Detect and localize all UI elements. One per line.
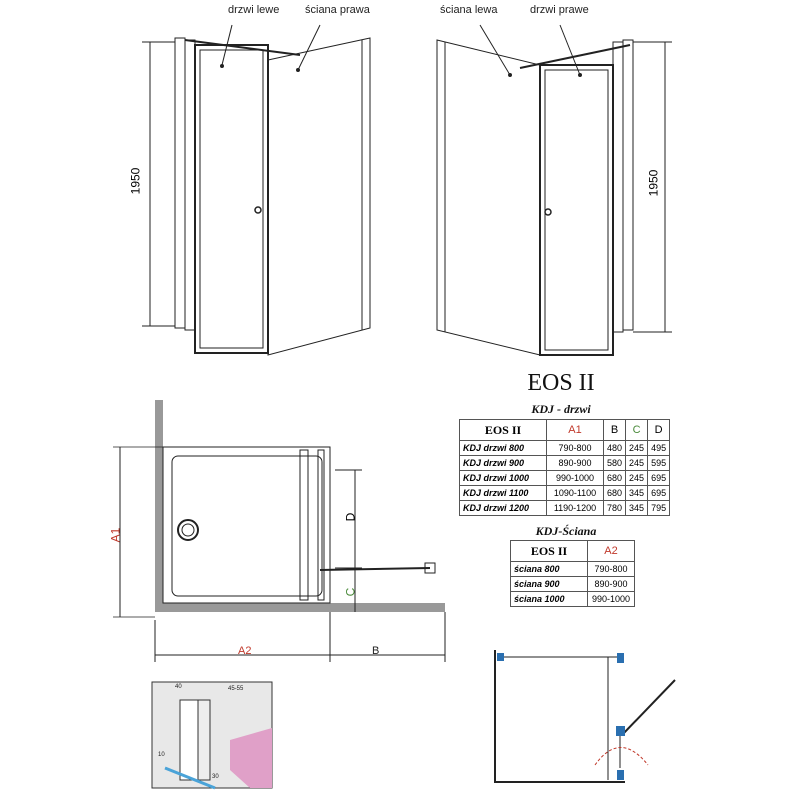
table-header: EOS II A1 B C D [459,419,671,441]
detail-40: 40 [175,684,182,690]
table-cell: 695 [647,470,671,486]
col-header: EOS II [459,419,547,441]
dim-b: B [372,645,380,657]
dim-a1: A1 [108,527,123,543]
table-cell: 245 [625,470,649,486]
table-cell: 890-900 [587,576,635,592]
product-title: EOS II [527,370,595,396]
table-cell: KDJ drzwi 800 [459,440,547,456]
col-header: A1 [546,419,604,441]
table-cell: 245 [625,440,649,456]
table-cell: 990-1000 [546,470,604,486]
table-cell: 795 [647,500,671,516]
table-cell: 990-1000 [587,591,635,607]
walls-caption: KDJ-Ściana [535,524,597,538]
table-cell: 680 [602,470,627,486]
col-header: D [647,419,671,441]
table-cell: ściana 1000 [510,591,588,607]
profile-detail [151,681,273,790]
table-cell: 890-900 [546,455,604,471]
table-cell: KDJ drzwi 1100 [459,485,547,501]
swing-schematic [494,650,676,783]
table-cell: ściana 800 [510,561,588,577]
detail-45-55: 45-55 [228,686,244,692]
table-cell: 790-800 [546,440,604,456]
table-cell: 1090-1100 [546,485,604,501]
dim-d: D [343,512,358,522]
table-cell: KDJ drzwi 1000 [459,470,547,486]
table-cell: 480 [602,440,627,456]
label-door-left: drzwi lewe [228,4,280,16]
table-cell: 580 [602,455,627,471]
table-cell: 790-800 [587,561,635,577]
col-header: A2 [587,540,635,562]
col-header: EOS II [510,540,588,562]
table-cell: 345 [625,500,649,516]
height-left: 1950 [128,167,143,195]
table-cell: 495 [647,440,671,456]
right-elevation [436,24,672,356]
table-cell: 345 [625,485,649,501]
plan-view [113,400,446,662]
left-elevation [142,24,371,356]
detail-10: 10 [158,752,165,758]
col-header: C [625,419,649,441]
table-cell: KDJ drzwi 900 [459,455,547,471]
table-cell: 695 [647,485,671,501]
table-cell: 780 [602,500,627,516]
table-cell: ściana 900 [510,576,588,592]
label-wall-right: ściana prawa [305,4,370,16]
height-right: 1950 [646,169,661,197]
table-cell: 680 [602,485,627,501]
label-wall-left: ściana lewa [440,4,498,16]
detail-30: 30 [212,774,219,780]
table-cell: 595 [647,455,671,471]
doors-caption: KDJ - drzwi [531,402,591,416]
label-door-right: drzwi prawe [530,4,589,16]
col-header: B [602,419,627,441]
table-cell: 1190-1200 [546,500,604,516]
table-cell: KDJ drzwi 1200 [459,500,547,516]
dim-a2: A2 [238,645,252,657]
table-header: EOS II A2 [510,540,635,562]
table-cell: 245 [625,455,649,471]
dim-c: C [343,587,358,597]
